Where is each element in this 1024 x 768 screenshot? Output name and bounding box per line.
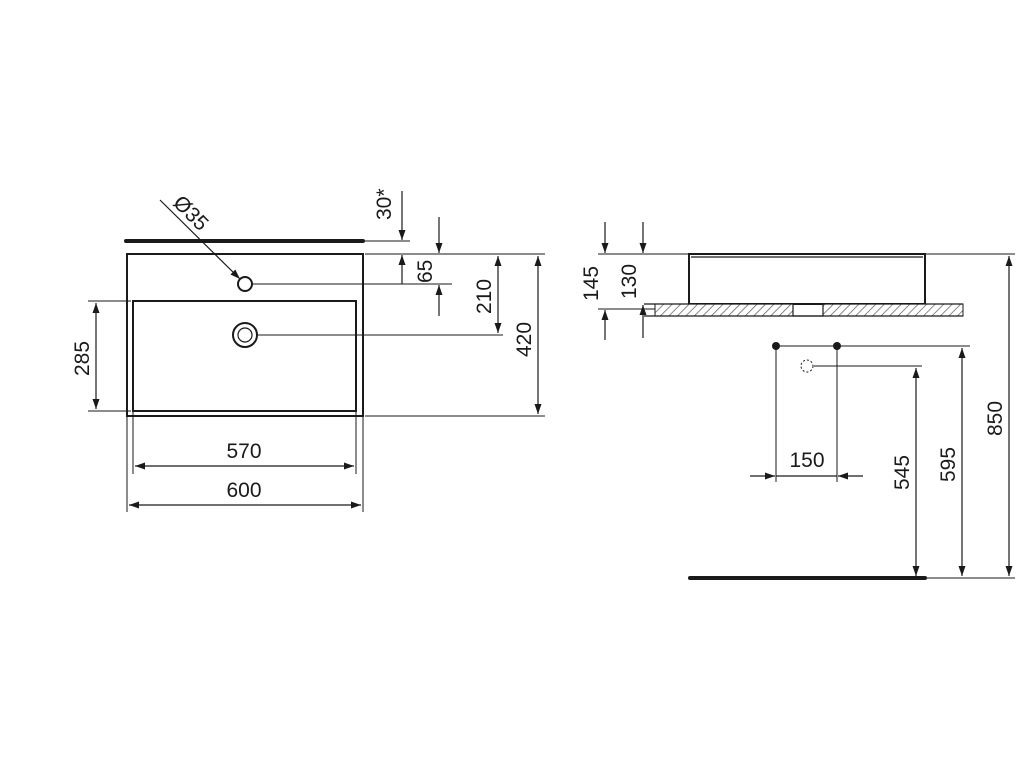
waste-cutout [792, 303, 824, 317]
diameter-label: Ø35 [168, 191, 212, 235]
diameter-leader [159, 199, 241, 280]
dim-570-label: 570 [226, 440, 261, 463]
side-basin-outline [688, 253, 926, 305]
countertop-section-right [822, 303, 964, 317]
waste-outlet [232, 322, 258, 348]
dim-545-label: 545 [891, 455, 914, 490]
dim-600-label: 600 [226, 479, 261, 502]
waste-point-dashed [800, 359, 814, 373]
bowl-outline [132, 300, 357, 412]
dim-65-label: 65 [414, 260, 437, 283]
waste-outlet-inner [237, 327, 253, 343]
dim-285-label: 285 [71, 341, 94, 376]
side-view: 145 130 150 545 595 850 [580, 222, 1015, 580]
dim-150-label: 150 [789, 449, 824, 472]
dim-850-label: 850 [984, 401, 1007, 436]
dim-420-label: 420 [513, 322, 536, 357]
dim-130-label: 130 [618, 264, 641, 299]
dim-595-label: 595 [937, 447, 960, 482]
front-view: Ø35 30* 65 210 420 285 570 600 [71, 188, 545, 512]
dim-210-label: 210 [473, 279, 496, 314]
countertop-section-left [654, 303, 794, 317]
dim-145-label: 145 [580, 266, 603, 301]
dim-30-label: 30* [373, 188, 396, 220]
tap-hole [237, 276, 253, 292]
